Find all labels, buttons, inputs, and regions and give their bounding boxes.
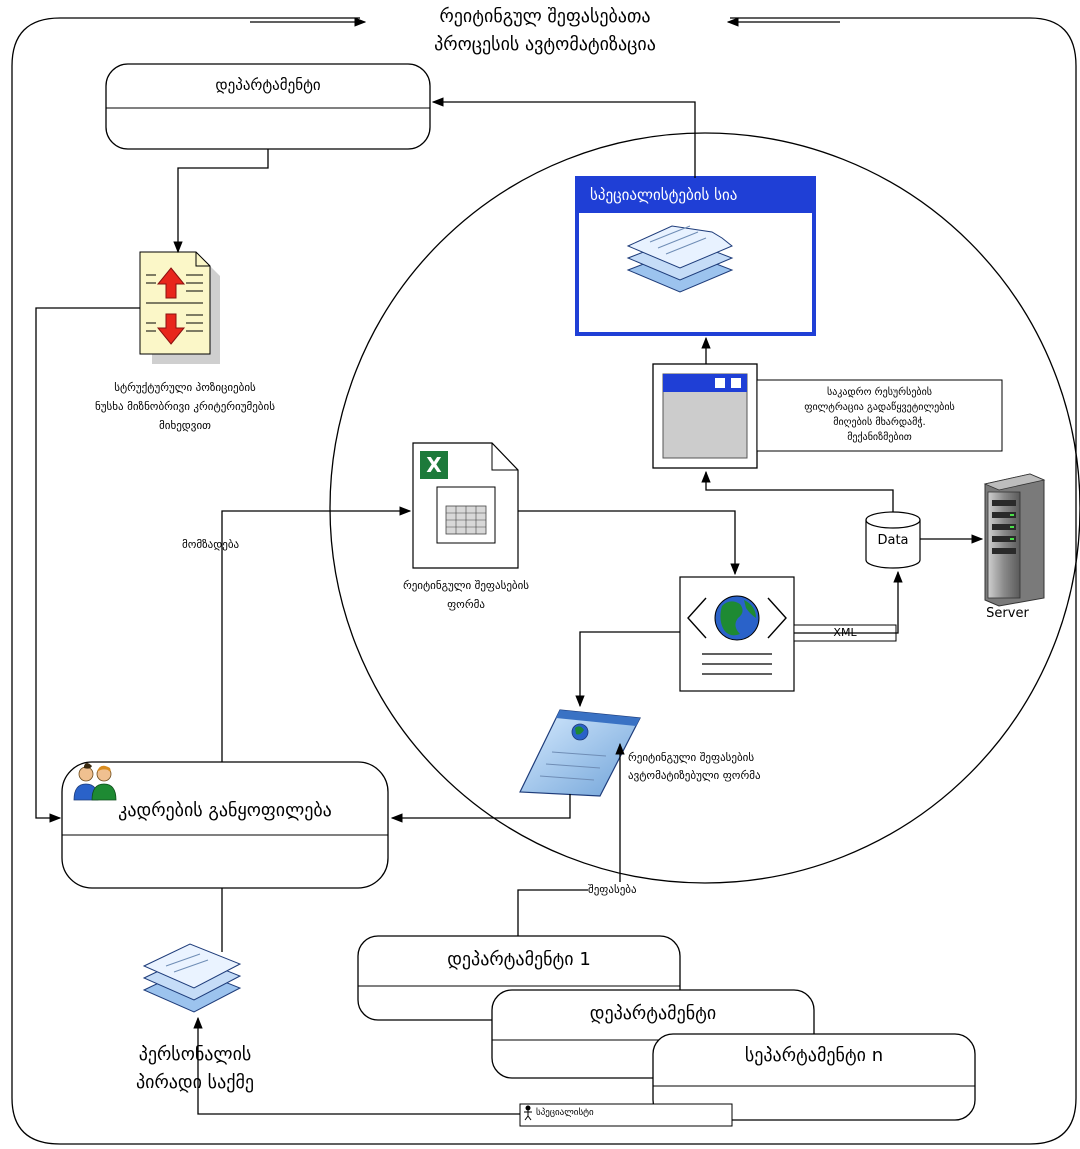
system-circle bbox=[329, 132, 1080, 884]
xml-label: XML bbox=[833, 626, 857, 639]
filter-label-3: მიღების მხარდამჭ. bbox=[833, 417, 926, 428]
svg-text:X: X bbox=[426, 453, 442, 477]
filter-callout-box bbox=[756, 379, 1003, 452]
evaluation-label: შეფასება bbox=[588, 882, 637, 898]
structural-positions-label-1: სტრუქტურული პოზიციების bbox=[114, 381, 256, 394]
data-label: Data bbox=[877, 533, 909, 548]
auto-form-label-2: ავტომატიზებული ფორმა bbox=[628, 769, 761, 782]
structural-positions-label-3: მიხედვით bbox=[159, 419, 211, 432]
department-n-box bbox=[652, 1033, 976, 1121]
specialist-label-box bbox=[519, 1103, 733, 1127]
auto-form-label-1: რეიტინგული შეფასების bbox=[628, 751, 755, 764]
specialists-list-window bbox=[575, 176, 816, 336]
department-top-label: დეპარტამენტი bbox=[215, 76, 321, 94]
database-icon bbox=[865, 511, 921, 569]
title-line-2: პროცესის ავტომატიზაცია bbox=[434, 34, 656, 55]
structural-positions-label-2: ნუსხა მიზნობრივი კრიტერიუმების bbox=[95, 400, 275, 413]
department-top-box bbox=[105, 63, 431, 150]
specialists-list-title: სპეციალისტების სია bbox=[590, 186, 738, 204]
personal-file-label-2: პირადი საქმე bbox=[135, 1072, 254, 1093]
personal-file-icon bbox=[142, 943, 242, 1013]
person-icon bbox=[524, 1105, 532, 1121]
department-n-label: სეპარტამენტი n bbox=[744, 1045, 884, 1066]
specialist-label: სპეციალისტი bbox=[536, 1108, 594, 1118]
web-page-globe-icon bbox=[679, 576, 795, 692]
rating-form-label-1: რეიტინგული შეფასების bbox=[402, 579, 530, 592]
filter-label-1: საკადრო რესურსების bbox=[827, 387, 932, 398]
server-label: Server bbox=[986, 606, 1029, 621]
title-line-1: რეიტინგულ შეფასებათა bbox=[439, 6, 651, 27]
outer-frame bbox=[11, 17, 1077, 1145]
window-icon bbox=[652, 363, 758, 469]
web-form-icon bbox=[519, 709, 641, 797]
document-stack-icon bbox=[626, 225, 734, 293]
department-2-label: დეპარტამენტი bbox=[589, 1003, 717, 1024]
people-icon bbox=[73, 763, 117, 801]
personal-file-label-1: პერსონალის bbox=[138, 1044, 252, 1065]
server-icon bbox=[983, 473, 1046, 607]
hr-department-label: კადრების განყოფილება bbox=[118, 800, 332, 821]
filter-label-4: მექანიზმებით bbox=[847, 432, 912, 443]
filter-label-2: ფილტრაცია გადაწყვეტილების bbox=[804, 402, 955, 413]
rating-form-label-2: ფორმა bbox=[447, 598, 485, 611]
excel-document-icon: X bbox=[412, 442, 519, 569]
document-arrows-icon bbox=[139, 251, 220, 364]
connectors bbox=[35, 97, 984, 1115]
preparation-label: მომზადება bbox=[182, 538, 240, 551]
department-1-label: დეპარტამენტი 1 bbox=[447, 949, 591, 970]
hr-department-box bbox=[61, 761, 389, 889]
